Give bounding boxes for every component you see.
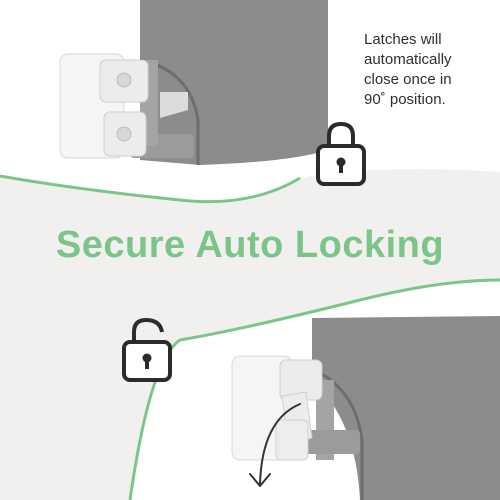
caption-line-4: 90˚ position. bbox=[364, 91, 446, 108]
bottom-gate-illustration bbox=[231, 316, 500, 500]
caption-line-2: automatically bbox=[364, 51, 452, 68]
bottom-mesh-panel bbox=[312, 316, 500, 500]
top-latch-pin bbox=[116, 72, 132, 88]
top-latch-pin-2 bbox=[116, 126, 132, 142]
locked-padlock-icon bbox=[316, 121, 366, 186]
down-arrow-icon bbox=[249, 403, 301, 487]
top-brace bbox=[160, 92, 188, 118]
bottom-mesh-curve-edge bbox=[317, 370, 364, 500]
unlocked-padlock-icon bbox=[122, 317, 172, 382]
top-green-border bbox=[0, 174, 301, 204]
top-gate-illustration bbox=[59, 0, 328, 165]
latch-caption: Latches will automatically close once in… bbox=[364, 30, 496, 110]
caption-line-3: close once in bbox=[364, 71, 452, 88]
caption-line-1: Latches will bbox=[364, 31, 442, 48]
bottom-green-border bbox=[128, 278, 500, 500]
headline: Secure Auto Locking bbox=[55, 224, 445, 266]
top-mesh-panel bbox=[140, 0, 328, 165]
bottom-horizontal-pole bbox=[300, 430, 360, 454]
bottom-latch-lower bbox=[275, 419, 309, 461]
